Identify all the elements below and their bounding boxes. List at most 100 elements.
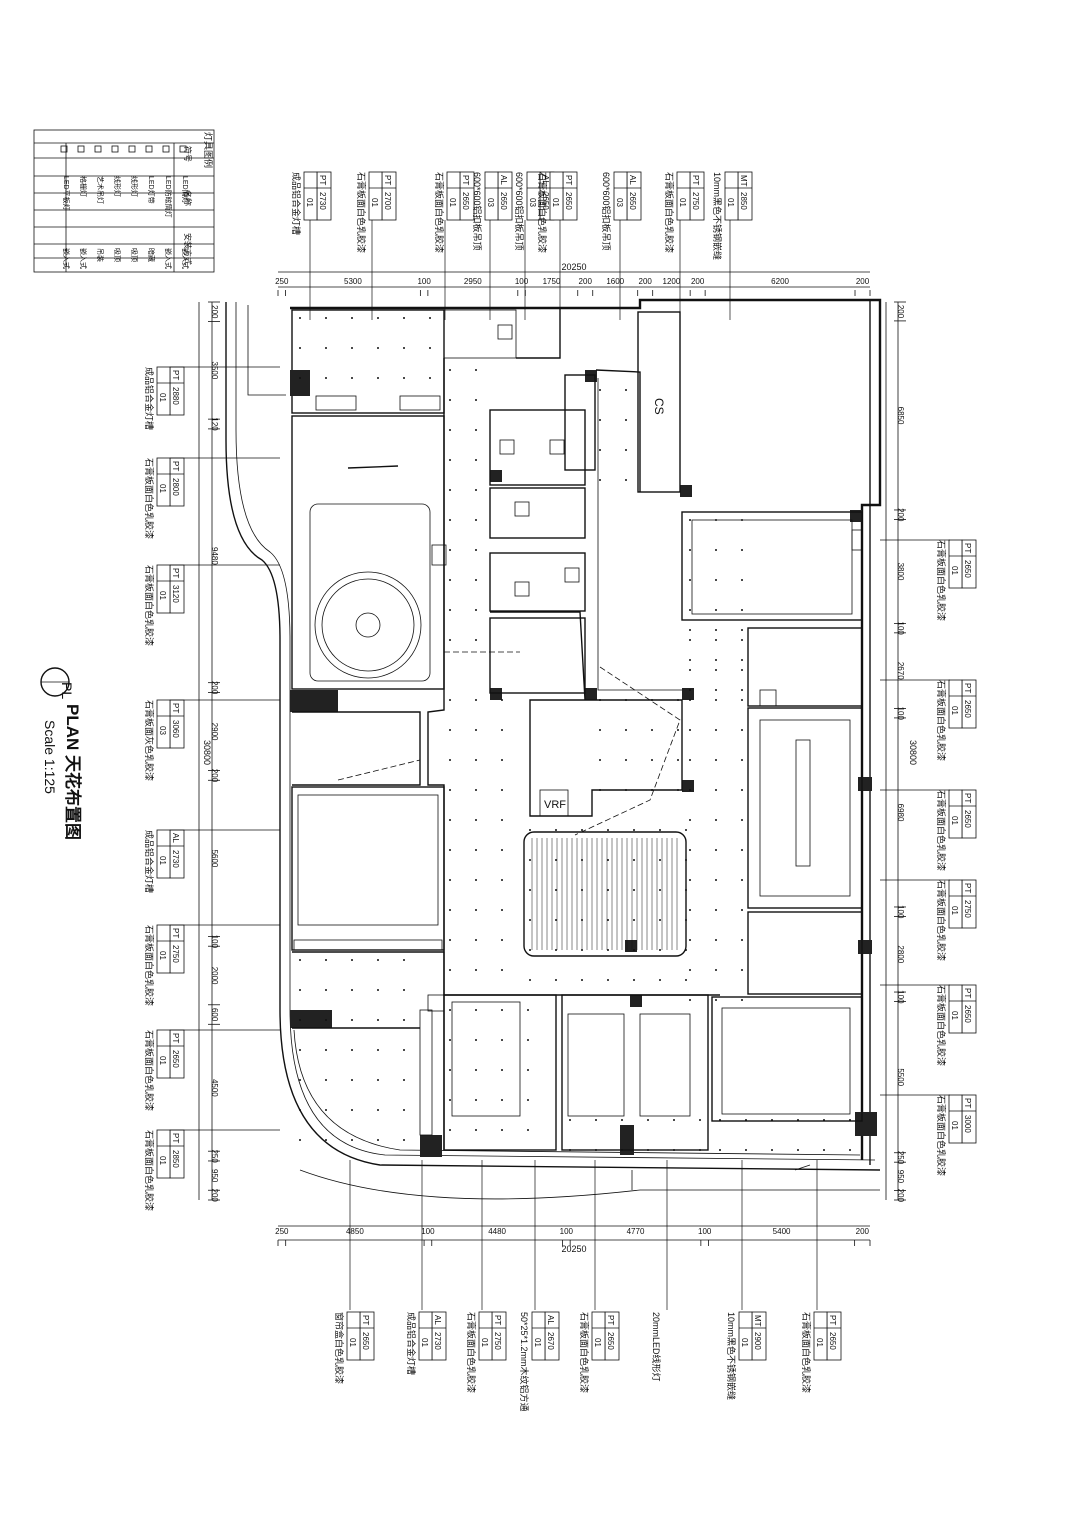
tag-code: PT (171, 928, 180, 938)
tag-number: 01 (726, 198, 735, 207)
tag-number: 01 (678, 198, 687, 207)
tag-description: 50*25*1.2mm木纹铝方通 (519, 1312, 530, 1412)
tag-ceiling-height: 2650 (461, 192, 470, 210)
building-walls (225, 298, 882, 1200)
tag-description: 石膏板面灰色乳胶漆 (144, 700, 155, 781)
dimension-value: 100 (560, 1227, 574, 1236)
tag-ceiling-height: 2900 (753, 1332, 762, 1350)
dimension-value: 100 (698, 1227, 712, 1236)
tag-number: 01 (420, 1338, 429, 1347)
dimension-total: 30800 (202, 740, 212, 765)
tag-number: 01 (158, 591, 167, 600)
tag-ceiling-height: 2650 (171, 1050, 180, 1068)
dimension-value: 5500 (896, 1068, 905, 1086)
dimension-value: 5600 (210, 850, 219, 868)
tag-code: PT (171, 703, 180, 713)
tag-number: 01 (593, 1338, 602, 1347)
tag-ceiling-height: 2850 (171, 1150, 180, 1168)
tag-code: PT (963, 793, 972, 803)
dimension-value: 4480 (488, 1227, 506, 1236)
legend-title: 灯具图例 (203, 132, 214, 168)
tag-code: PT (171, 461, 180, 471)
tag-code: PT (963, 883, 972, 893)
ceiling-downlights (299, 317, 851, 1151)
legend-item-name: 线形灯 (113, 176, 122, 197)
dimension-value: 200 (896, 508, 905, 522)
dimension-value: 100 (896, 622, 905, 636)
tag-description: 石膏板面白色乳胶漆 (144, 565, 155, 646)
dimension-value: 2000 (210, 967, 219, 985)
dimension-value: 100 (515, 277, 529, 286)
dimension-value: 1600 (606, 277, 624, 286)
dash-line-icon (128, 145, 136, 153)
tag-number: 01 (305, 198, 314, 207)
dimension-value: 2950 (464, 277, 482, 286)
legend-item-mount: 嵌入式 (79, 248, 88, 269)
dimension-value: 950 (210, 1169, 219, 1183)
dimension-value: 2670 (896, 662, 905, 680)
tag-description: 20mmLED线形灯 (651, 1312, 662, 1382)
tag-number: 01 (950, 1121, 959, 1130)
dimension-value: 5300 (344, 277, 362, 286)
tag-ceiling-height: 2750 (493, 1332, 502, 1350)
dimension-value: 4770 (627, 1227, 645, 1236)
dimension-value: 1750 (543, 277, 561, 286)
room-label-cs: CS (652, 398, 666, 415)
tag-description: 成品铝合金灯槽 (291, 172, 302, 235)
tag-code: PT (963, 988, 972, 998)
tag-description: 石膏板面白色乳胶漆 (466, 1312, 477, 1393)
legend-item-mount: 嵌入式 (181, 248, 190, 269)
tag-description: 石膏板面白色乳胶漆 (144, 1130, 155, 1211)
tag-ceiling-height: 2750 (171, 945, 180, 963)
dimension-value: 200 (210, 305, 219, 319)
tag-code: PT (606, 1315, 615, 1325)
dimension-value: 6850 (896, 407, 905, 425)
dimension-value: 4850 (346, 1227, 364, 1236)
dimension-value: 6980 (896, 804, 905, 822)
tag-number: 01 (480, 1338, 489, 1347)
tag-description: 石膏板面白色乳胶漆 (664, 172, 675, 253)
tag-description: 10mm黑色不锈钢嵌缝 (726, 1312, 737, 1400)
tag-number: 01 (740, 1338, 749, 1347)
tag-ceiling-height: 2670 (546, 1332, 555, 1350)
legend-item-name: LED灯带 (147, 176, 156, 204)
tag-description: 石膏板面白色乳胶漆 (936, 1095, 947, 1176)
tag-code: AL (541, 175, 550, 185)
dimension-value: 200 (896, 1189, 905, 1203)
tag-code: AL (628, 175, 637, 185)
tag-number: 01 (950, 906, 959, 915)
dimension-value: 200 (210, 681, 219, 695)
dimension-value: 200 (639, 277, 653, 286)
tag-description: 石膏板面白色乳胶漆 (936, 790, 947, 871)
tag-code: PT (171, 568, 180, 578)
legend-item-name: LED平板灯 (62, 176, 71, 211)
tag-ceiling-height: 2650 (361, 1332, 370, 1350)
tag-number: 01 (158, 951, 167, 960)
tag-ceiling-height: 2750 (963, 900, 972, 918)
tag-code: PT (318, 175, 327, 185)
tag-code: PT (963, 543, 972, 553)
tag-description: 石膏板面白色乳胶漆 (537, 172, 548, 253)
tag-code: PT (171, 1133, 180, 1143)
tag-ceiling-height: 2650 (963, 810, 972, 828)
tag-description: 石膏板面白色乳胶漆 (579, 1312, 590, 1393)
tag-code: MT (753, 1315, 762, 1327)
dimension-total: 20250 (561, 262, 586, 272)
dimension-value: 2800 (896, 945, 905, 963)
